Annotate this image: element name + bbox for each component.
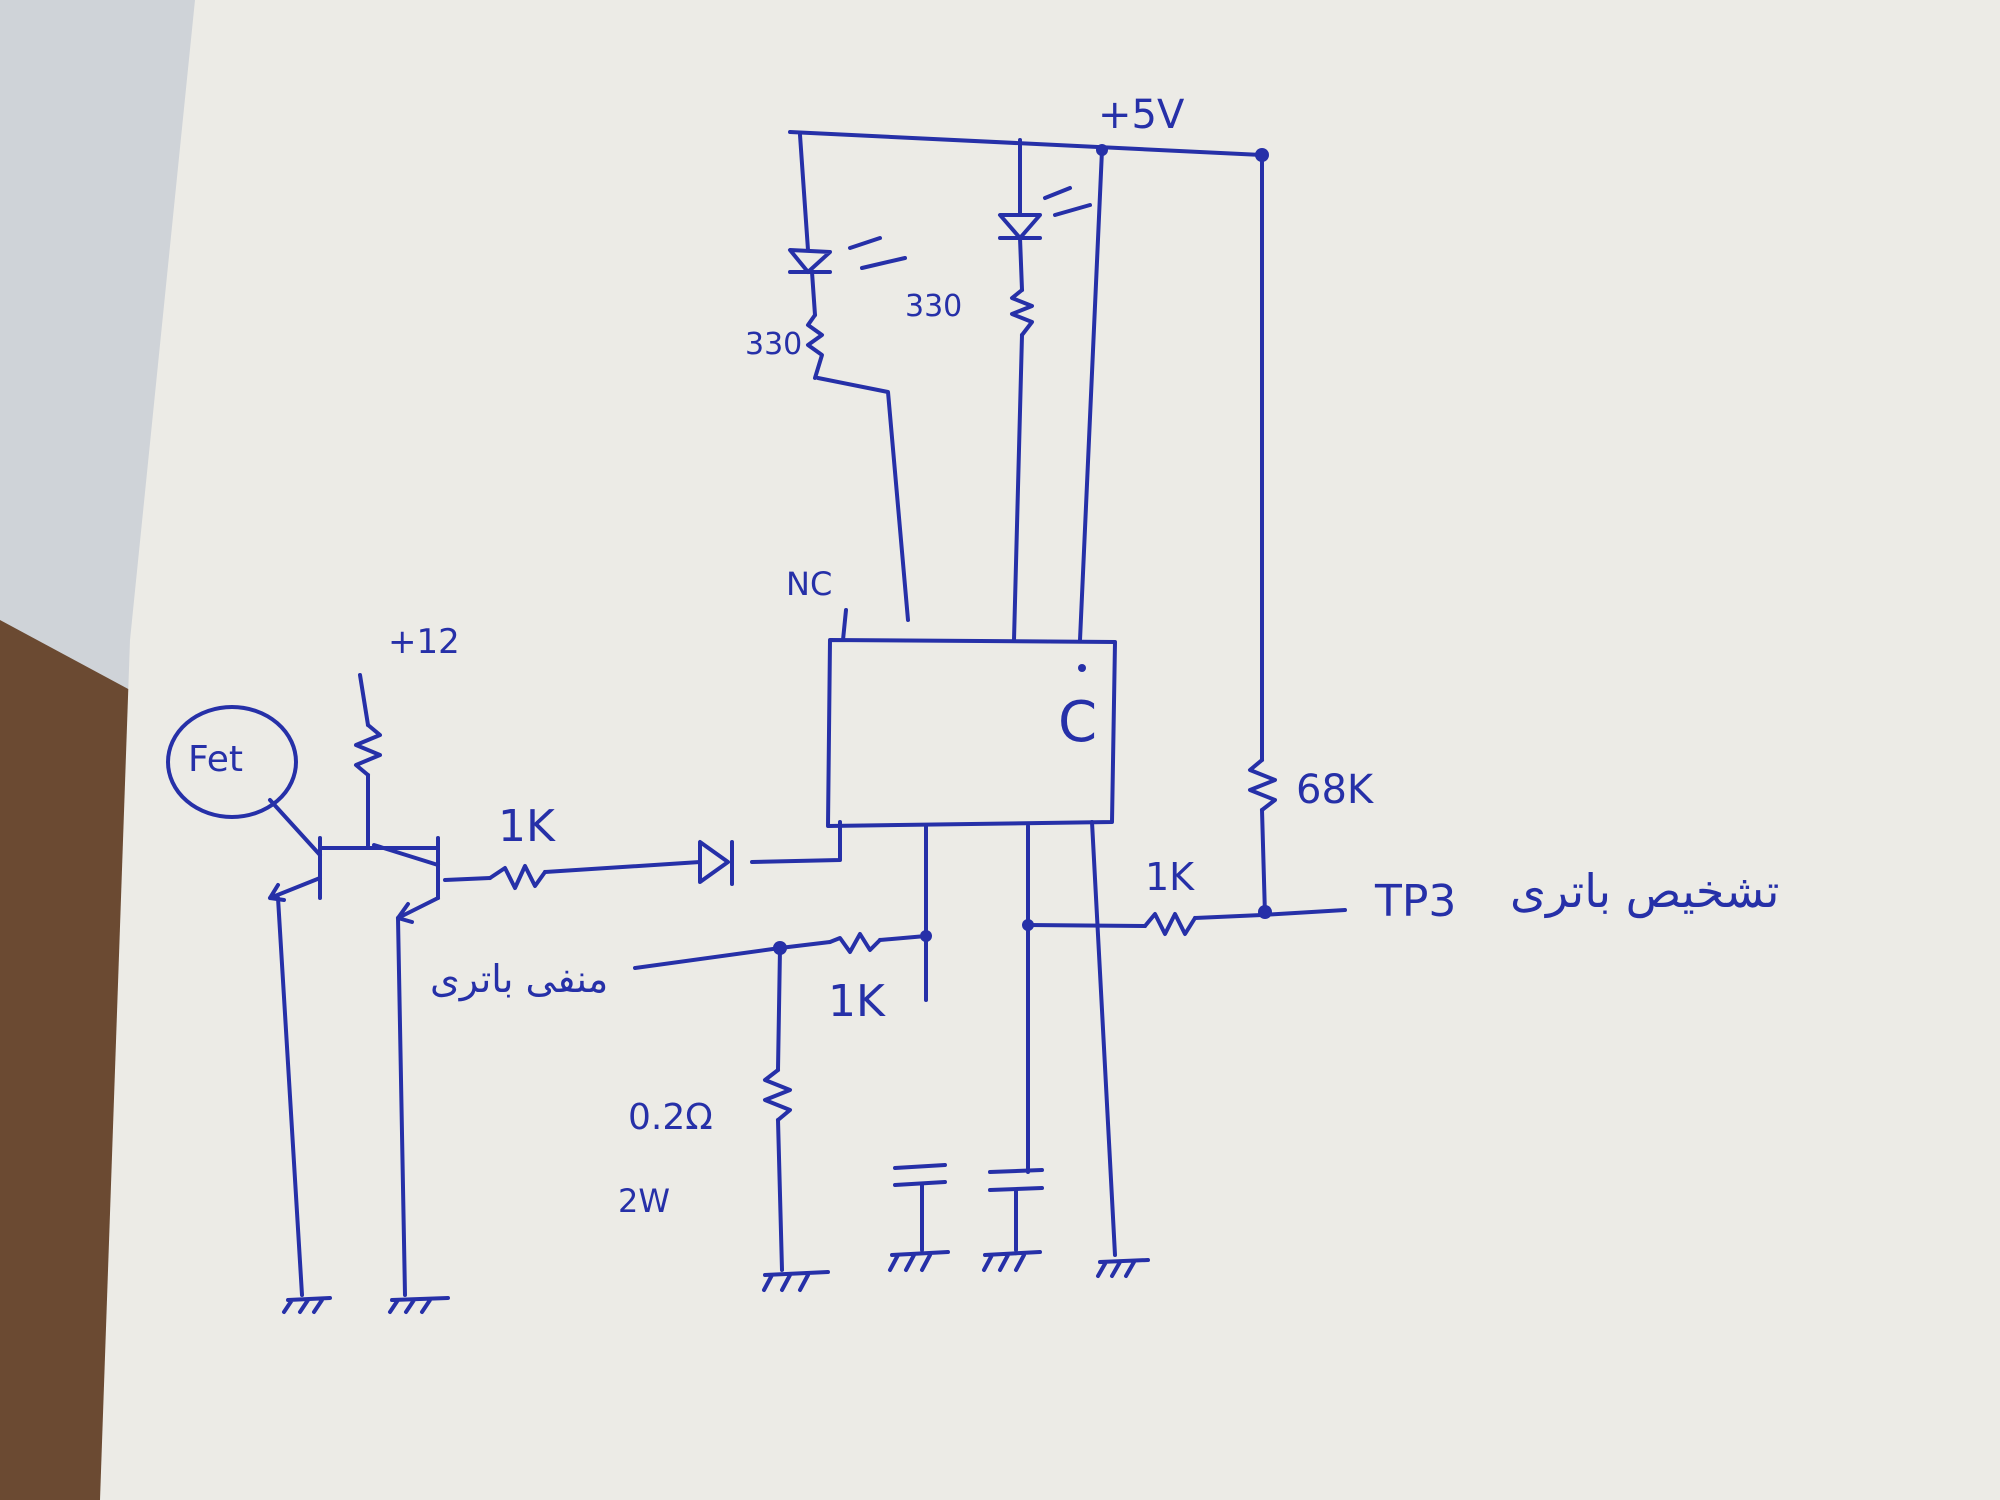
ic-mark: C (1058, 690, 1098, 755)
wire-led1-mid (810, 270, 817, 317)
led-2 (998, 213, 1042, 240)
wire-to-fet2 (443, 876, 492, 882)
junction-dot (1255, 148, 1269, 162)
capacitor-1 (893, 1163, 947, 1187)
junction-dot (1022, 919, 1034, 931)
wire-tp3-left (1026, 923, 1147, 928)
wire-led1-top (798, 133, 810, 252)
wire-diode-to-resistor (543, 860, 702, 874)
led-2-rays (1043, 186, 1092, 217)
wire-shunt-top (776, 946, 782, 1072)
label-5v: +5V (1098, 92, 1185, 138)
wire-5v-to-ic (1078, 148, 1104, 642)
fet-circle (166, 705, 298, 819)
wire-led2-mid (1018, 236, 1024, 292)
ground-symbol (888, 1250, 950, 1272)
wire-led1-to-ic (816, 376, 910, 622)
junction-dots (773, 144, 1272, 955)
fet2-to-ground (396, 916, 407, 1297)
label-nc: NC (786, 565, 833, 603)
label-tp3: TP3 (1375, 876, 1457, 927)
label-r-led2: 330 (905, 289, 963, 324)
label-battery-negative: منفی باتری (430, 957, 609, 1001)
nc-pin (841, 608, 848, 642)
junction-dot (920, 930, 932, 942)
label-12v: +12 (388, 622, 460, 662)
ground-symbol (1096, 1258, 1150, 1278)
resistor-68k (1248, 758, 1277, 812)
ground-symbol (762, 1270, 830, 1292)
label-shunt-power: 2W (618, 1182, 670, 1220)
led-1-rays (848, 236, 907, 270)
wire-ic-to-diode (750, 820, 842, 864)
label-r-gate: 1K (498, 801, 555, 852)
label-r-68k: 68K (1296, 767, 1374, 813)
5v-rail (788, 130, 1264, 157)
junction-dot (1096, 144, 1108, 156)
ic-pin-ground (1090, 820, 1117, 1257)
circuit-wires (166, 130, 1347, 1314)
fet1-body (268, 798, 322, 902)
ic-pin1-dot (1078, 664, 1086, 672)
wire-12v-top (358, 673, 370, 727)
ground-symbol (982, 1250, 1042, 1272)
label-r-tp3: 1K (1145, 855, 1195, 899)
label-fet: Fet (188, 739, 244, 780)
junction-dot (1258, 905, 1272, 919)
resistor-led2-330 (1010, 288, 1034, 337)
paper-sheet (100, 0, 2000, 1500)
resistor-shunt (763, 1068, 792, 1122)
fet1-to-ground (276, 896, 304, 1297)
ground-symbol (388, 1296, 450, 1314)
junction-dot (773, 941, 787, 955)
resistor-tp3-1k (1143, 912, 1197, 936)
wire-sense-to-ic (878, 934, 928, 942)
wire-led2-to-ic (1012, 333, 1024, 642)
ic-body (826, 638, 1117, 828)
fet2-body (372, 843, 440, 924)
label-r-sense: 1K (828, 976, 885, 1027)
resistor-12v (354, 723, 382, 777)
resistor-gate-1k (488, 864, 547, 890)
resistor-sense-1k (828, 932, 882, 954)
wire-shunt-bottom (776, 1118, 784, 1272)
label-r-led1: 330 (745, 327, 803, 362)
wire-cap2 (1014, 923, 1030, 1252)
resistor-led1-330 (806, 313, 824, 380)
led-1 (788, 248, 832, 274)
wire-68k-bottom (1260, 808, 1267, 917)
label-shunt-value: 0.2Ω (628, 1097, 713, 1138)
label-battery-detect: تشخیص باتری (1510, 864, 1780, 918)
ground-symbol (282, 1296, 332, 1314)
